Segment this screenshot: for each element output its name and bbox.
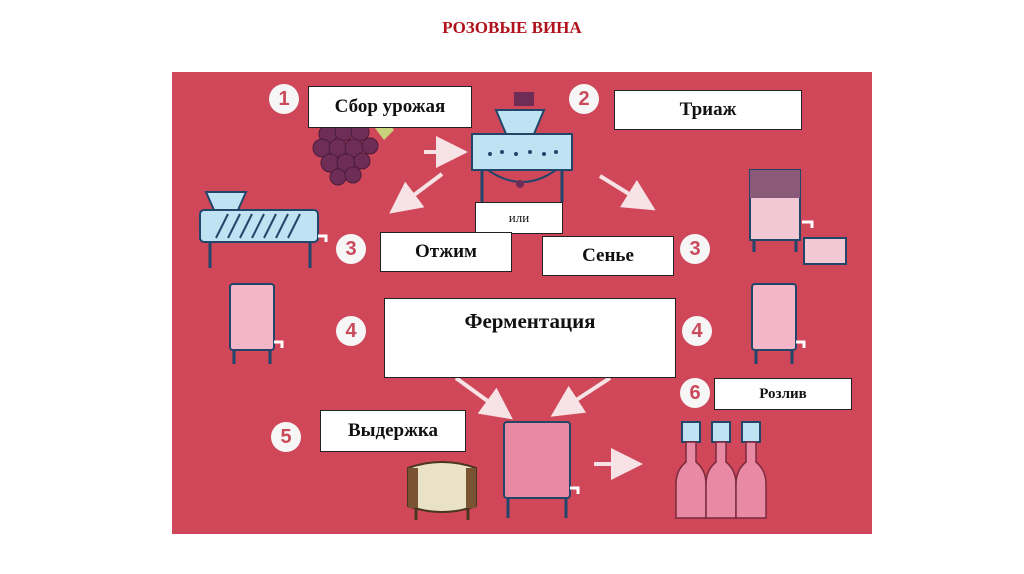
tank-icon — [229, 283, 284, 364]
step-number-4-right: 4 — [682, 316, 712, 346]
page-title: РОЗОВЫЕ ВИНА — [442, 18, 582, 37]
step-number-3-left: 3 — [336, 234, 366, 264]
label-triage: Триаж — [614, 90, 802, 130]
step-number-3-right: 3 — [680, 234, 710, 264]
label-fermentation: Ферментация — [384, 298, 676, 378]
label-harvest: Сбор урожая — [308, 86, 472, 128]
wine-bottle-icon — [675, 421, 767, 519]
tank-icon — [749, 169, 847, 265]
step-number-5: 5 — [271, 422, 301, 452]
arrow-icon — [389, 136, 656, 480]
label-saignee: Сенье — [542, 236, 674, 276]
barrel-icon — [407, 461, 477, 520]
tank-icon — [751, 283, 806, 364]
step-number-2: 2 — [569, 84, 599, 114]
label-bottling: Розлив — [714, 378, 852, 410]
label-pressing: Отжим — [380, 232, 512, 272]
sorting-hopper-icon — [471, 92, 573, 202]
diagram-illustrations — [199, 92, 847, 520]
tank-icon — [503, 421, 580, 518]
step-number-1: 1 — [269, 84, 299, 114]
process-diagram: 1 2 3 3 4 4 5 6 Сбор урожая Триаж или От… — [172, 72, 872, 534]
label-aging: Выдержка — [320, 410, 466, 452]
grapes-icon — [312, 120, 394, 186]
label-or: или — [475, 202, 563, 234]
step-number-4-left: 4 — [336, 316, 366, 346]
step-number-6: 6 — [680, 378, 710, 408]
press-machine-icon — [199, 191, 328, 268]
